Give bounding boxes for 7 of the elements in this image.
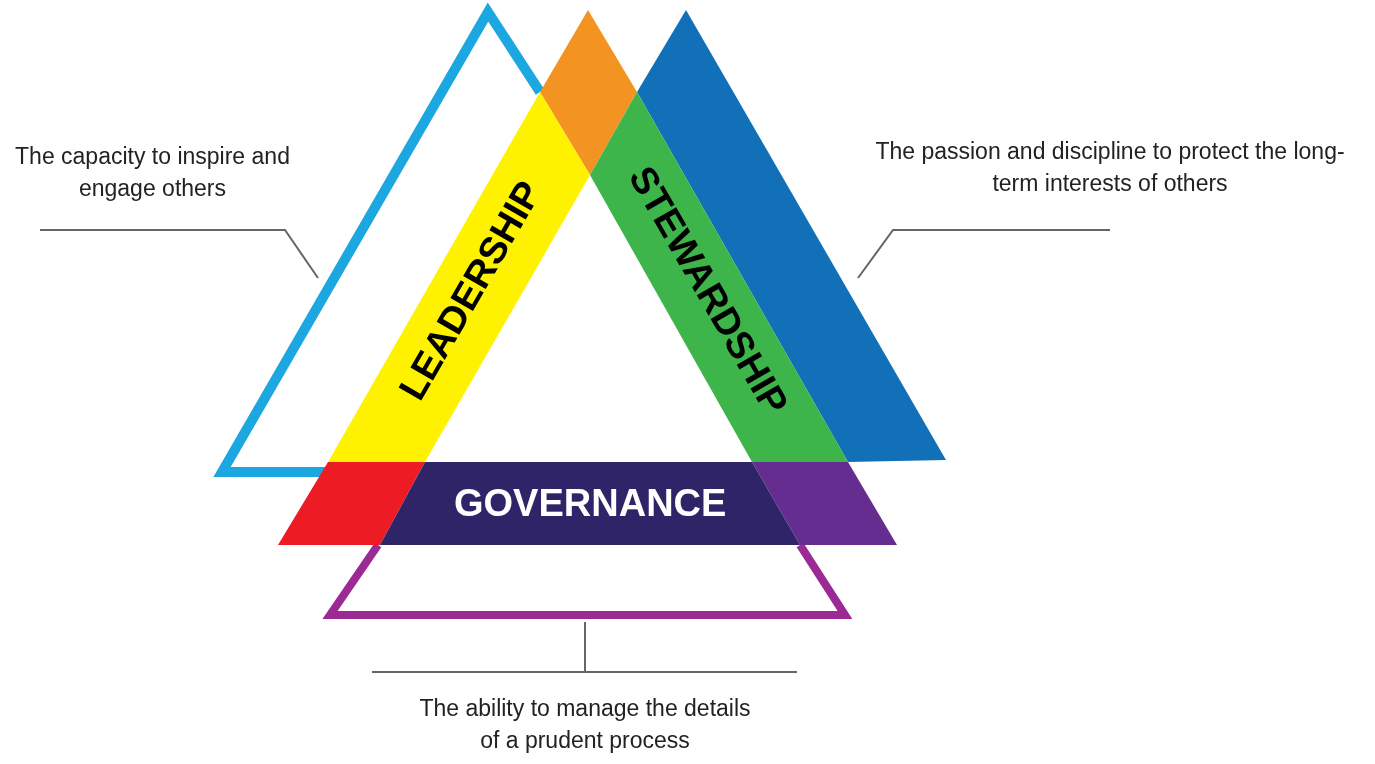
description-text: The ability to manage the details of a prudent process: [410, 672, 760, 762]
leader-line: [371, 621, 798, 673]
leader-line: [39, 229, 319, 279]
description-text: The capacity to inspire and engage others: [15, 140, 290, 230]
band-label: GOVERNANCE: [454, 481, 727, 525]
leader-line: [857, 229, 1111, 279]
description-text: The passion and discipline to protect the long-term interests of others: [860, 135, 1360, 230]
